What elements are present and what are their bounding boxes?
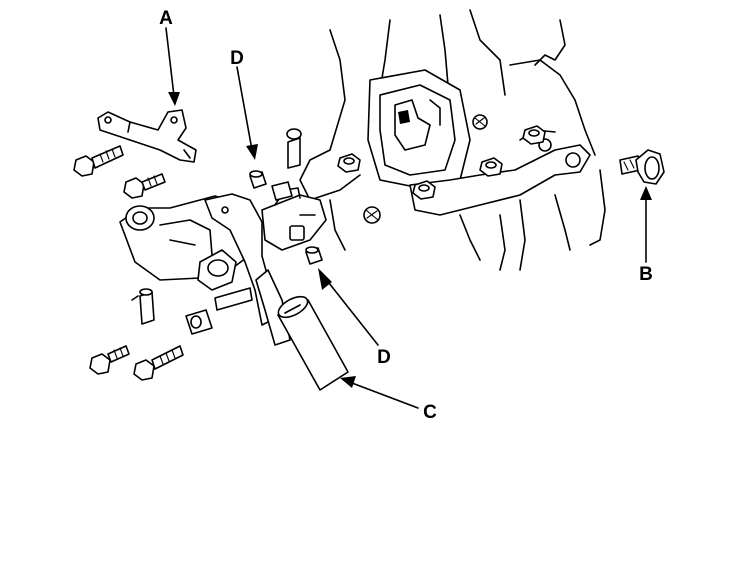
shift-lever-assembly	[119, 181, 327, 346]
housing-nut	[522, 125, 546, 145]
housing-nut	[412, 180, 436, 200]
callout-d-bottom: D	[377, 347, 391, 368]
dowel-pin-d-upper	[249, 170, 267, 189]
bolt	[89, 345, 130, 375]
housing-nut	[479, 157, 503, 177]
housing-nut	[337, 153, 361, 173]
dowel-pin-d-lower	[305, 246, 323, 265]
callout-d-top: D	[230, 48, 244, 69]
special-tool-c	[277, 295, 349, 391]
callout-b: B	[639, 264, 653, 285]
bolt	[73, 145, 124, 177]
bolt	[133, 345, 184, 381]
bolt	[123, 173, 166, 199]
bolt-b	[619, 149, 665, 185]
callout-c: C	[423, 402, 437, 423]
leader-lines	[165, 27, 652, 409]
transmission-housing	[286, 9, 606, 271]
bracket-a	[97, 109, 197, 163]
callout-a: A	[159, 8, 173, 29]
